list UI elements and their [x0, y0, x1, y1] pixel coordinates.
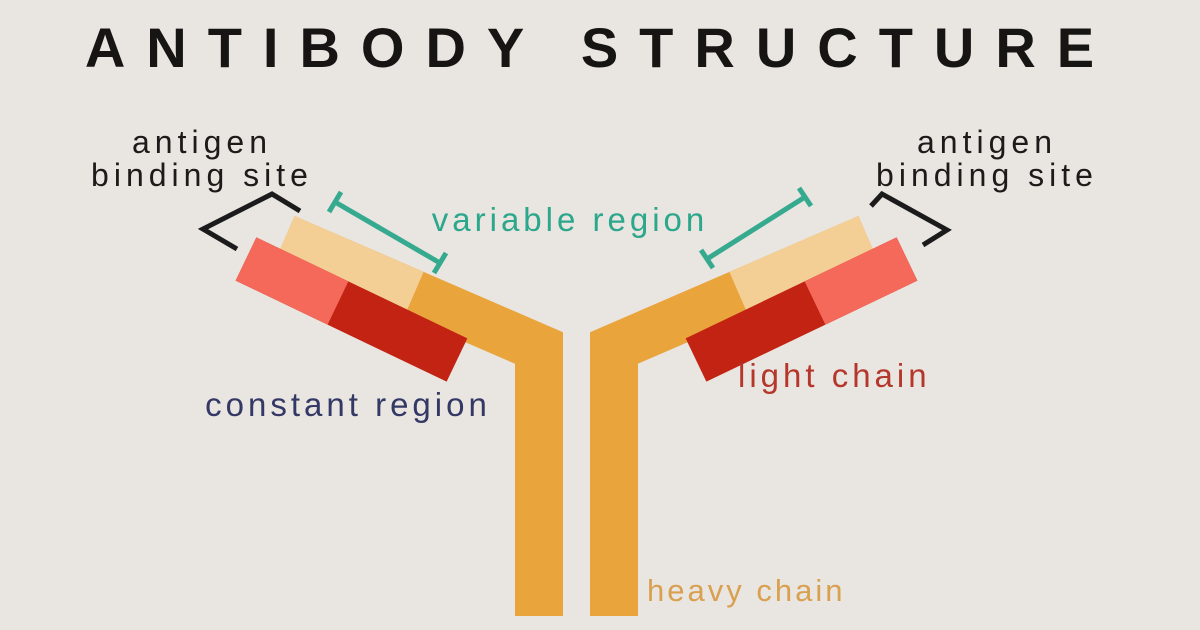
heavy-chain-right-variable-tip	[729, 215, 878, 317]
antigen-binding-site-label-right: antigen binding site	[847, 126, 1127, 192]
antigen-binding-site-label-right-line1: antigen	[917, 124, 1057, 160]
variable-region-label: variable region	[431, 201, 709, 238]
variable-region-measure-right	[698, 186, 814, 270]
antigen-binding-site-label-left-line1: antigen	[132, 124, 272, 160]
light-chain-right-variable-tip	[804, 237, 918, 325]
antigen-binding-site-left-bracket	[197, 191, 302, 252]
heavy-chain-left-variable-tip	[275, 215, 424, 317]
constant-region-label: constant region	[205, 386, 491, 423]
antigen-binding-site-right-bracket	[869, 190, 952, 248]
page-title: ANTIBODY STRUCTURE	[84, 16, 1116, 79]
light-chain-left-variable-tip	[235, 237, 349, 325]
heavy-chain-label: heavy chain	[647, 573, 846, 608]
antigen-binding-site-label-left: antigen binding site	[62, 126, 342, 192]
antigen-binding-site-label-right-line2: binding site	[876, 157, 1098, 193]
variable-region-measure-left	[326, 190, 449, 275]
light-chain-label: light chain	[738, 357, 931, 394]
antigen-binding-site-label-left-line2: binding site	[91, 157, 313, 193]
